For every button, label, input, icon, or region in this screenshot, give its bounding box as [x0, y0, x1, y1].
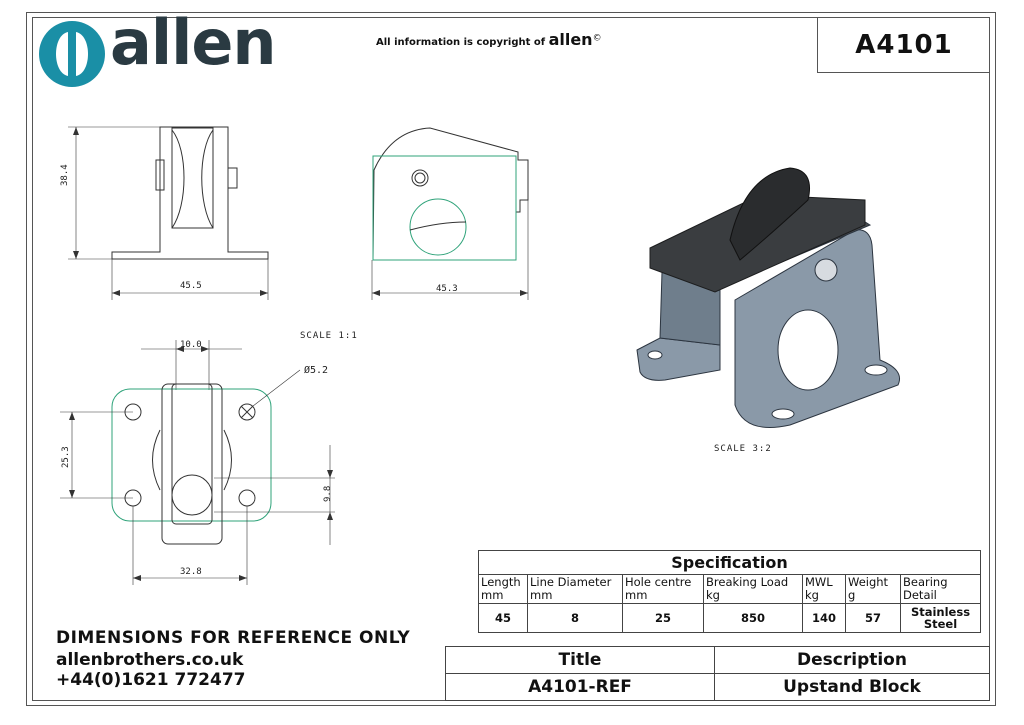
- dim-base-width: 32.8: [180, 567, 202, 577]
- dim-front-width: 45.3: [436, 284, 458, 294]
- front-view: [371, 127, 529, 300]
- spec-value-weight: 57: [845, 603, 901, 633]
- spec-value-breaking-load: 850: [703, 603, 803, 633]
- drawing-border-outer: [26, 12, 996, 706]
- scale-iso: SCALE 3:2: [714, 444, 772, 454]
- spec-value-mwl: 140: [802, 603, 846, 633]
- brand-wordmark: allen: [110, 6, 277, 79]
- dim-top-width: 10.0: [180, 340, 202, 350]
- spec-value-bearing: Stainless Steel: [900, 603, 981, 633]
- dim-hole-dia: Ø5.2: [304, 365, 329, 376]
- dim-side-height: 38.4: [60, 164, 70, 186]
- spec-value-hole-centre: 25: [622, 603, 704, 633]
- title-label: Title: [445, 646, 715, 674]
- scale-drawing: SCALE 1:1: [300, 331, 358, 341]
- phone-number: +44(0)1621 772477: [56, 670, 246, 690]
- reference-notice: DIMENSIONS FOR REFERENCE ONLY: [56, 628, 411, 648]
- allen-logo-icon: [39, 21, 105, 87]
- spec-title: Specification: [478, 550, 981, 575]
- part-number: A4101: [817, 17, 990, 73]
- website-link[interactable]: allenbrothers.co.uk: [56, 650, 244, 670]
- spec-value-line-diameter: 8: [527, 603, 623, 633]
- copyright-notice: All information is copyright of allen©: [376, 30, 602, 49]
- copyright-mark: ©: [592, 33, 602, 44]
- title-value: A4101-REF: [445, 673, 715, 701]
- description-label: Description: [714, 646, 990, 674]
- title-block: Title Description A4101-REF Upstand Bloc…: [445, 646, 990, 701]
- isometric-render: [636, 167, 900, 428]
- dim-side-width: 45.5: [180, 281, 202, 291]
- copyright-brand: allen: [548, 30, 593, 49]
- dim-hole-centres: 25.3: [61, 446, 71, 468]
- top-view: [60, 340, 335, 585]
- spec-value-length: 45: [478, 603, 528, 633]
- side-view: [68, 126, 269, 300]
- copyright-prefix: All information is copyright of: [376, 37, 546, 48]
- description-value: Upstand Block: [714, 673, 990, 701]
- dim-inner-height: 9.8: [323, 485, 333, 502]
- drawing-border-inner: [32, 17, 990, 701]
